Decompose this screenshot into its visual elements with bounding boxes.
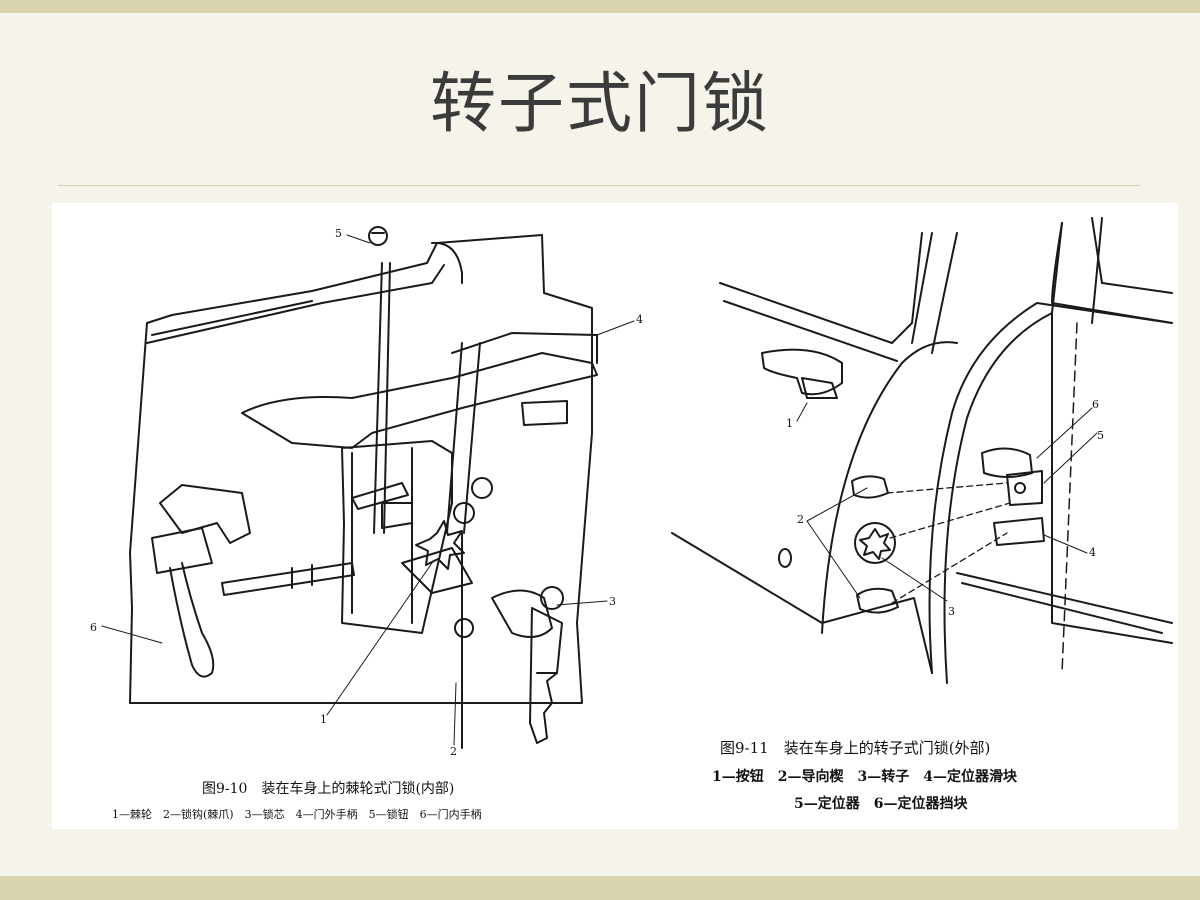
callout-2: 2 [450,745,457,758]
callout-stop-6: 6 [1092,398,1099,411]
rotor-lock-diagram: 1 6 5 2 4 3 [671,217,1173,684]
figure-panel: 5 4 3 6 1 2 [52,203,1178,829]
callout-slider-4: 4 [1089,546,1096,559]
callout-positioner-5: 5 [1097,429,1104,442]
right-figure-legend-line2: 5—定位器 6—定位器挡块 [794,796,968,812]
left-figure-legend: 1—棘轮 2—锁钩(棘爪) 3—锁芯 4—门外手柄 5—锁钮 6—门内手柄 [112,808,482,821]
callout-wedge-2: 2 [797,513,804,526]
top-decorative-band [0,0,1200,13]
callout-4: 4 [636,313,643,326]
ratchet-lock-diagram: 5 4 3 6 1 2 [90,226,643,758]
callout-rotor-3: 3 [948,605,955,618]
bottom-decorative-band [0,876,1200,900]
left-figure-caption: 图9-10 装在车身上的棘轮式门锁(内部) [202,781,455,797]
callout-3: 3 [609,595,616,608]
callout-button-1: 1 [786,417,793,430]
title-divider [58,185,1140,186]
right-figure-legend-line1: 1—按钮 2—导向楔 3—转子 4—定位器滑块 [712,769,1017,785]
right-figure-caption: 图9-11 装在车身上的转子式门锁(外部) [720,739,991,757]
callout-6: 6 [90,621,97,634]
slide-title: 转子式门锁 [430,65,770,142]
callout-1: 1 [320,713,327,726]
callout-5: 5 [335,227,342,240]
